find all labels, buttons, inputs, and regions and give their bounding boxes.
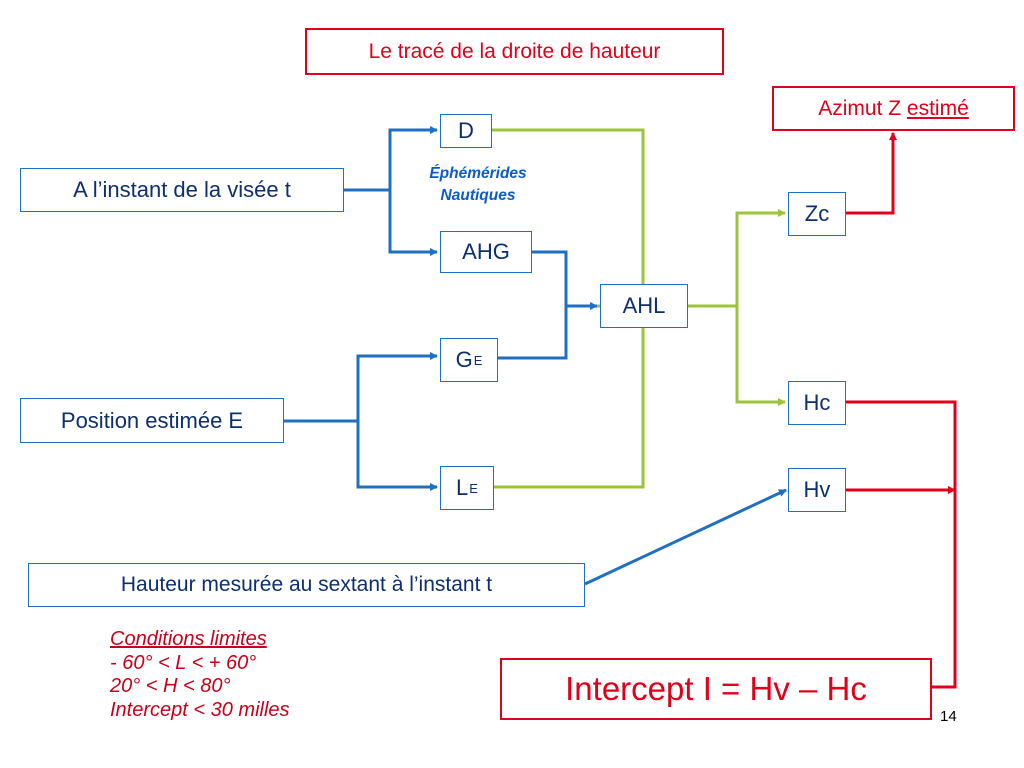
node-LE-sub: E — [469, 480, 478, 496]
intercept-box: Intercept I = Hv – Hc — [500, 658, 932, 720]
azimut-prefix: Azimut Z — [818, 96, 902, 120]
connector-AHG-GE-to-AHL — [498, 250, 597, 360]
node-Zc: Zc — [788, 192, 846, 236]
connector-instant-to-D — [344, 126, 438, 192]
node-position: Position estimée E — [20, 398, 284, 443]
connector-instant-to-AHG — [388, 190, 438, 256]
node-AHL: AHL — [600, 284, 688, 328]
connector-AHL-to-Zc — [688, 209, 786, 308]
connector-position-to-LE — [356, 421, 438, 491]
node-GE-main: G — [455, 347, 473, 372]
connector-hauteur-to-Hv — [584, 488, 787, 586]
condition-line-3: Intercept < 30 milles — [110, 698, 290, 721]
node-AHG: AHG — [440, 231, 532, 273]
node-GE-sub: E — [473, 352, 483, 368]
ephemerides-label: Éphémérides Nautiques — [408, 163, 548, 207]
node-LE-main: L — [456, 475, 469, 500]
condition-line-2: 20° < H < 80° — [110, 675, 231, 697]
azimut-box: Azimut Z estimé — [772, 86, 1015, 131]
connector-AHL-to-Hc — [735, 306, 786, 406]
node-hauteur-mesuree: Hauteur mesurée au sextant à l’instant t — [28, 563, 585, 607]
condition-line-1: - 60° < L < + 60° — [110, 651, 257, 674]
azimut-estime: estimé — [906, 96, 969, 120]
conditions-heading: Conditions limites — [110, 628, 267, 650]
ephemerides-line2: Nautiques — [440, 187, 516, 204]
diagram-title: Le tracé de la droite de hauteur — [305, 28, 724, 75]
ephemerides-line1: Éphémérides — [429, 165, 527, 182]
connector-Hc-Hv-to-intercept — [846, 400, 955, 689]
conditions-limites: Conditions limites - 60° < L < + 60° 20°… — [110, 628, 290, 722]
page-number: 14 — [940, 708, 957, 725]
node-D: D — [440, 114, 492, 148]
node-Hc: Hc — [788, 381, 846, 425]
node-Hv: Hv — [788, 468, 846, 512]
connector-Zc-to-azimut — [846, 132, 897, 215]
node-instant: A l’instant de la visée t — [20, 168, 344, 212]
connector-position-to-GE — [284, 352, 438, 423]
